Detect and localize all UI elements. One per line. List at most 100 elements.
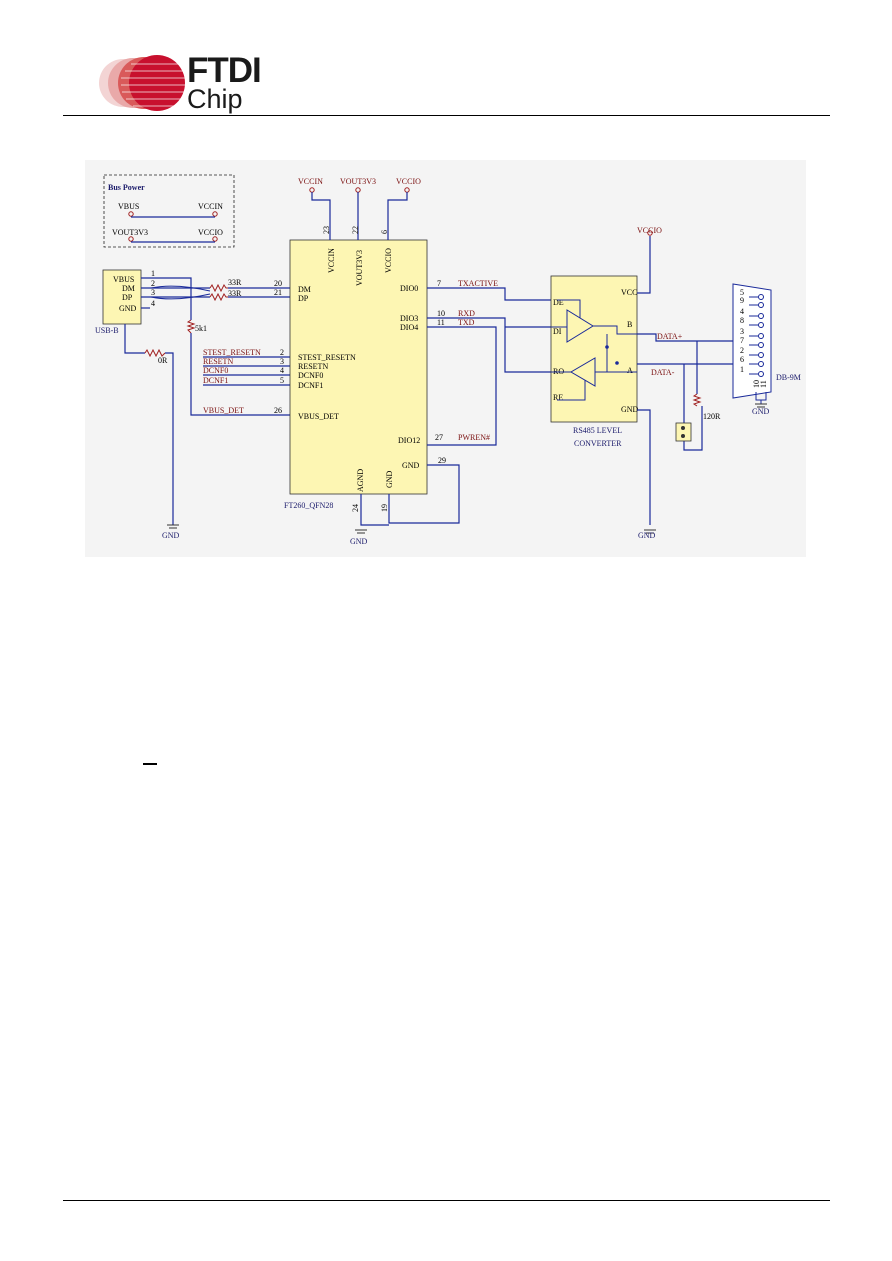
chip-right-pin-num-11: 11 [437,318,445,327]
chip-pin-dcnf0: DCNF0 [298,371,323,380]
chip-left-pin-num-2: 2 [280,348,284,357]
db9-pin-7: 7 [740,336,744,345]
chip-pin-dio12: DIO12 [398,436,420,445]
chip-left-pin-num-26: 26 [274,406,282,415]
net-pwren: PWREN# [458,433,490,442]
net-stest-resetn: STEST_RESETN [203,348,261,357]
conv-gnd-label: GND [638,531,656,540]
chip-top-net-vccin: VCCIN [298,177,323,186]
conv-pin-vcc: VCC [621,288,637,297]
ftdi-logo-graphic [95,50,270,116]
usb-pin-num-2: 2 [151,279,155,288]
chip-pin-gnd-bottom: GND [385,470,394,488]
usb-gnd-label: GND [162,531,180,540]
chip-pin-vbus-det: VBUS_DET [298,412,339,421]
usb-pin-num-1: 1 [151,269,155,278]
db9-pin-3: 3 [740,327,744,336]
chip-gnd-symbol [355,529,367,534]
chip-pin-dio0: DIO0 [400,284,418,293]
net-txactive: TXACTIVE [458,279,498,288]
schematic-background [85,160,806,557]
db9-pin-6: 6 [740,355,744,364]
chip-top-pin-num-22: 22 [351,226,360,234]
chip-pin-dio4: DIO4 [400,323,418,332]
usb-pin-gnd: GND [119,304,137,313]
chip-pin-dio3: DIO3 [400,314,418,323]
conv-pin-b: B [627,320,632,329]
chip-pin-dp: DP [298,294,309,303]
text-overline-mark [143,763,157,765]
db9-pin-5: 5 [740,288,744,297]
r-term-value: 120R [703,412,721,421]
ftdi-logo-text: FTDI Chip [187,51,262,114]
bus-power-title: Bus Power [108,183,145,192]
db9-pin-9: 9 [740,296,744,305]
termination-jumper [675,422,692,442]
usb-pin-dm: DM [122,284,135,293]
chip-pin-dm: DM [298,285,311,294]
r-dp-value: 33R [228,289,242,298]
conv-vccio-label: VCCIO [637,226,662,235]
chip-bottom-pin-num-24: 24 [351,504,360,512]
db9-shell-pin-10: 10 [752,380,761,388]
r-gnd-value: 0R [158,356,168,365]
conv-label-line1: RS485 LEVEL [573,426,622,435]
usb-cross-lines [150,285,211,300]
chip-bottom-pin-num-19: 19 [380,504,389,512]
chip-right-pin-num-29: 29 [438,456,446,465]
chip-pin-resetn: RESETN [298,362,328,371]
rs485-schematic: Bus Power VBUS VCCIN VOUT3V3 VCCIO VBUS … [85,160,806,557]
net-txd: TXD [458,318,475,327]
db9-shell-pin-11: 11 [759,380,768,388]
r-dm-value: 33R [228,278,242,287]
db9-pin-4: 4 [740,307,744,316]
chip-right-pin-num-27: 27 [435,433,443,442]
net-data-minus: DATA- [651,368,675,377]
chip-top-pin-vccio: VCCIO [384,248,393,273]
chip-top-pin-vout3v3: VOUT3V3 [355,250,364,286]
chip-top-pin-vccin: VCCIN [327,248,336,273]
usb-pin-dp: DP [122,293,133,302]
chip-gnd-label: GND [350,537,368,546]
chip-top-net-vccio: VCCIO [396,177,421,186]
conv-pin-re: RE [553,393,563,402]
chip-top-net-vout3v3: VOUT3V3 [340,177,376,186]
bus-power-box: Bus Power VBUS VCCIN VOUT3V3 VCCIO [103,174,235,248]
usb-pin-num-4: 4 [151,299,155,308]
chip-left-pin-num-4: 4 [280,366,284,375]
db9-pin-2: 2 [740,346,744,355]
db9-connector: 5 9 4 8 3 7 2 6 1 DB-9M 10 11 GND [732,283,801,416]
usb-pin-num-3: 3 [151,288,155,297]
usb-name: USB-B [95,326,119,335]
conv-pin-de: DE [553,298,564,307]
chip-top-pin-num-23: 23 [322,226,331,234]
rs485-converter: DE DI RO RE VCC B A GND RS485 LEVEL CONV… [550,275,639,448]
net-dcnf0: DCNF0 [203,366,228,375]
converter-supply-wiring [637,236,651,525]
chip-right-wiring [360,287,551,526]
db9-pin-8: 8 [740,316,744,325]
chip-right-pin-num-7: 7 [437,279,441,288]
bus-power-vout3v3: VOUT3V3 [112,228,148,237]
bus-power-vccin: VCCIN [198,202,223,211]
resistor-symbols [144,283,228,358]
footer-rule [63,1200,830,1201]
usb-pin-vbus: VBUS [113,275,134,284]
chip-pin-gnd: GND [402,461,420,470]
chip-pin-dcnf1: DCNF1 [298,381,323,390]
header-rule [63,115,830,116]
usb-gnd-symbol [167,524,179,529]
usb-b-connector: VBUS DM DP GND USB-B 1 2 3 4 [95,269,155,335]
rs485-line-wiring [637,333,749,451]
chip-left-pin-num-20: 20 [274,279,282,288]
net-dcnf1: DCNF1 [203,376,228,385]
r-pull-value: 5k1 [195,324,207,333]
net-data-plus: DATA+ [657,332,683,341]
chip-pin-stest-resetn: STEST_RESETN [298,353,356,362]
chip-name: FT260_QFN28 [284,501,333,510]
logo-line1: FTDI [187,51,262,90]
conv-pin-di: DI [553,327,562,336]
logo-line2: Chip [187,84,243,114]
chip-top-pin-num-6: 6 [380,230,389,234]
conv-pin-gnd: GND [621,405,639,414]
